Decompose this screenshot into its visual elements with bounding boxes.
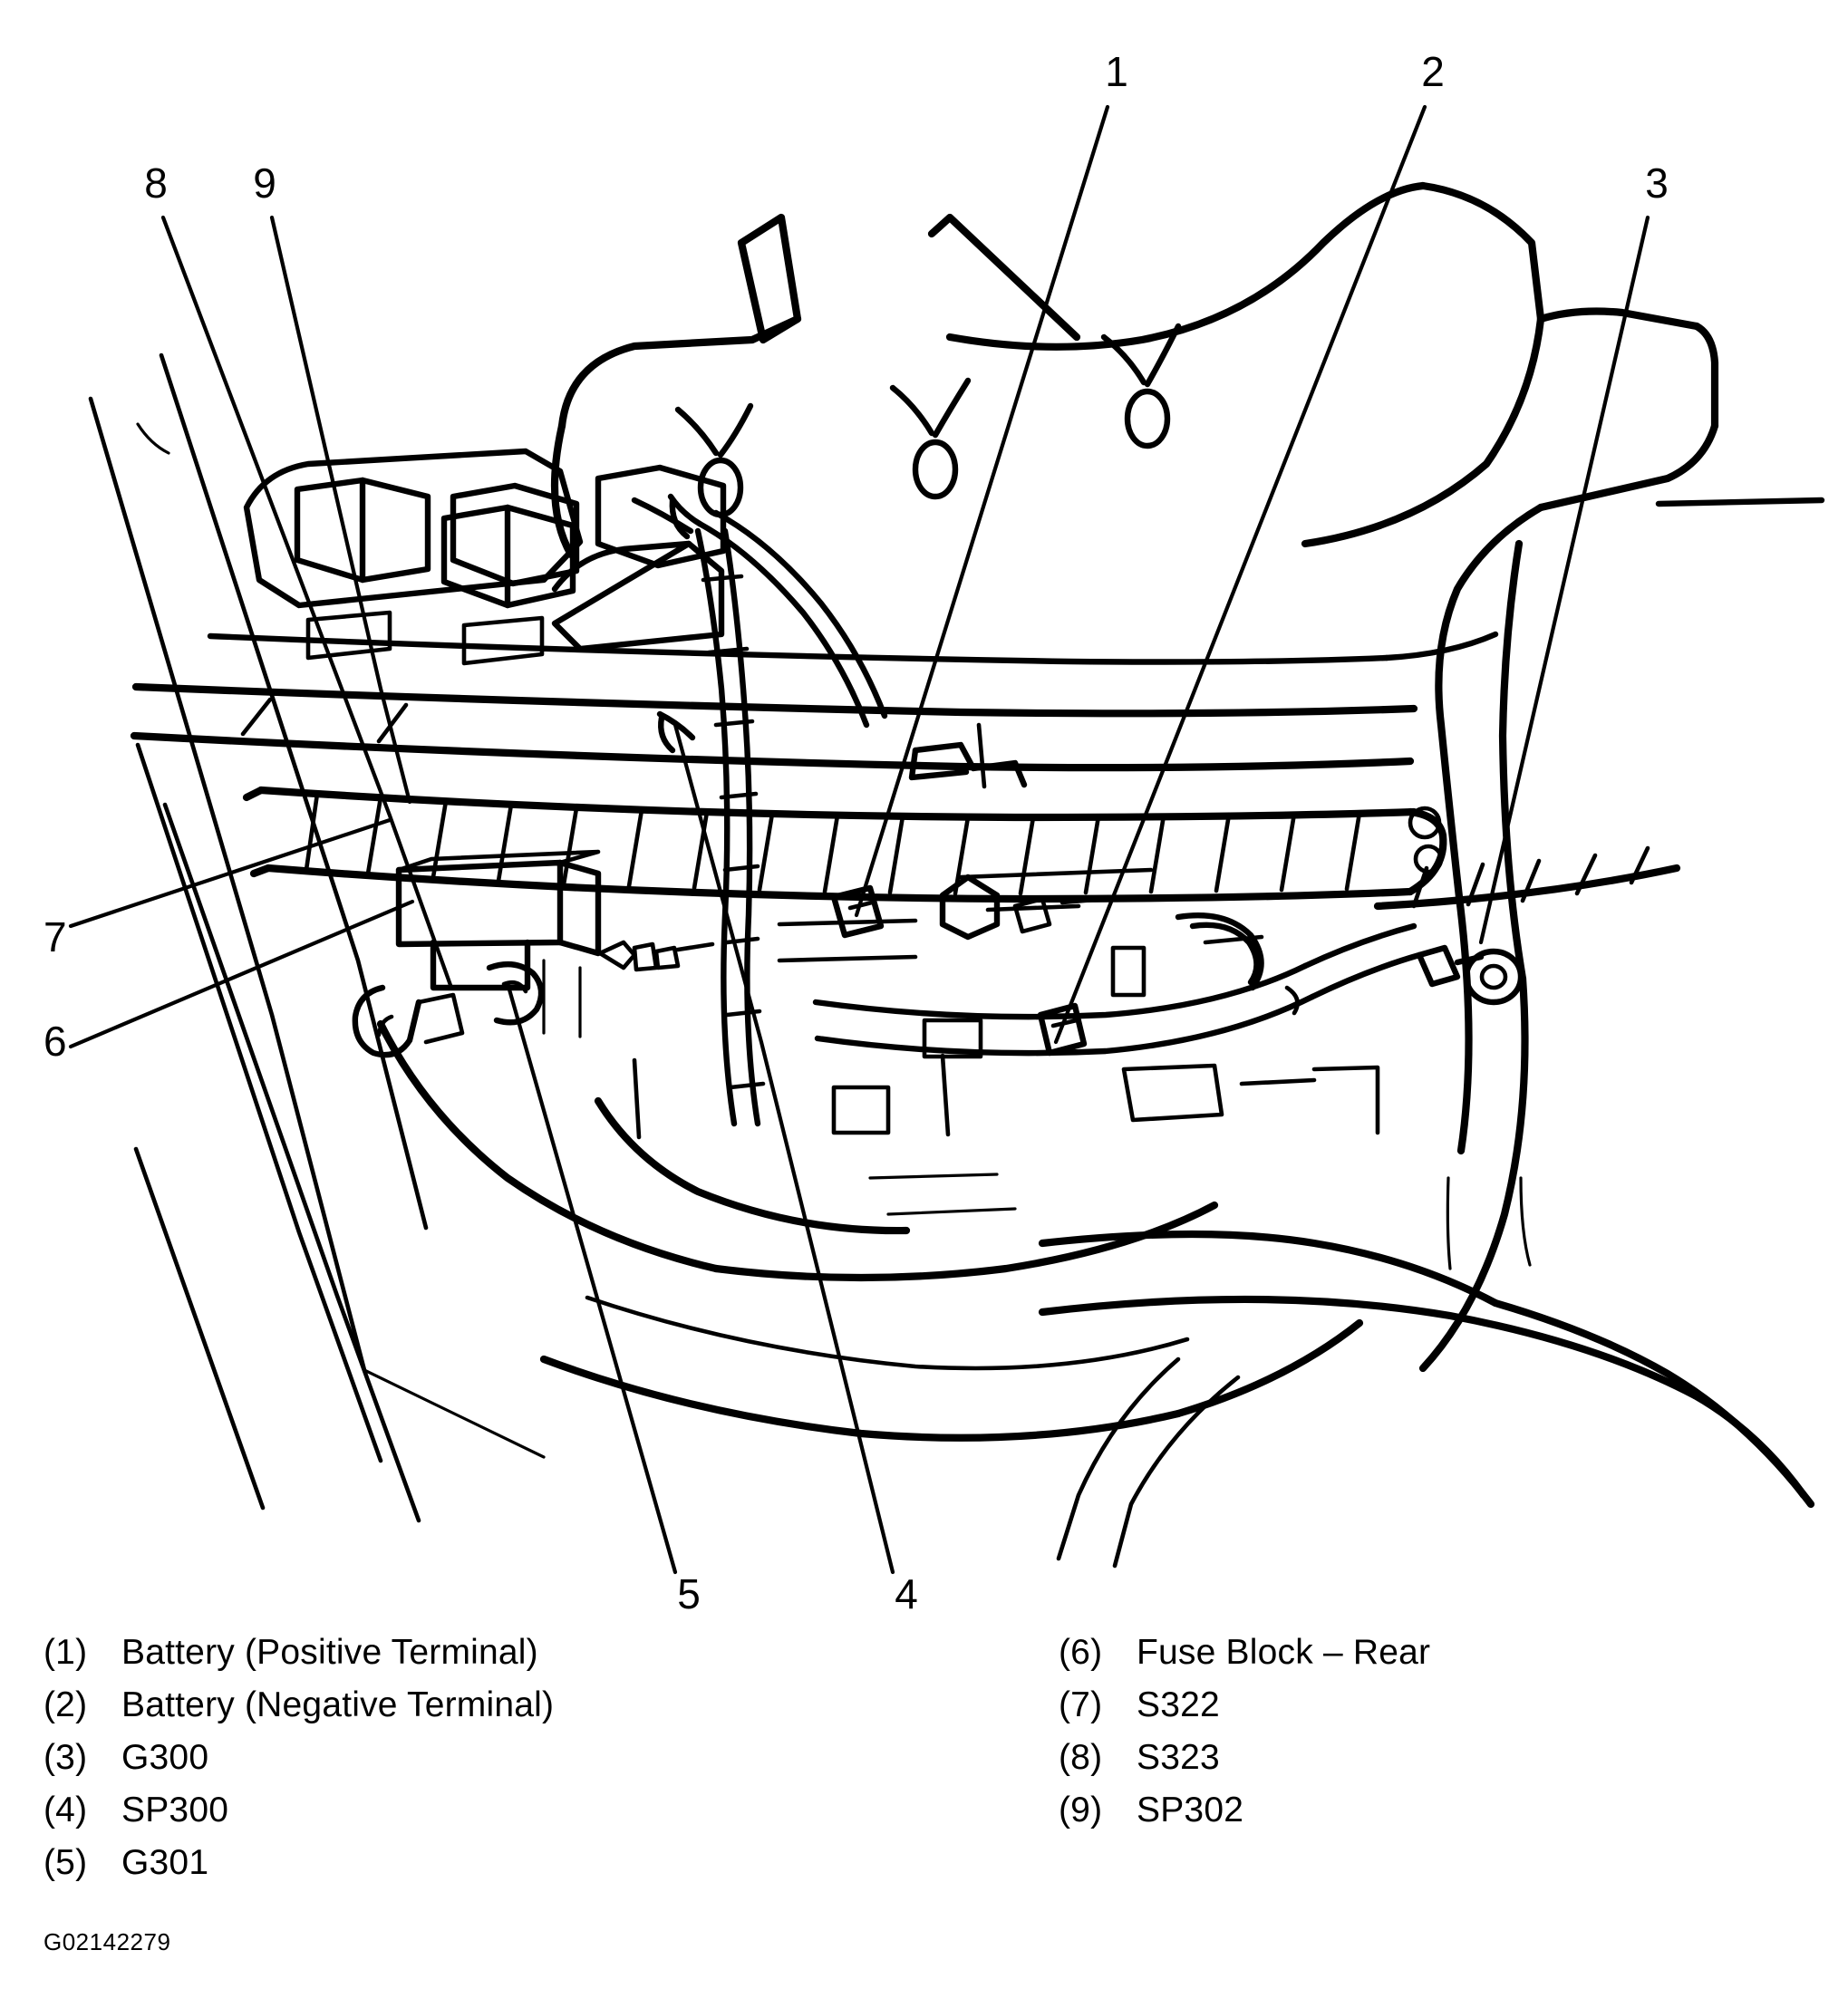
legend-item: (4) SP300 — [44, 1789, 554, 1841]
legend-label: Battery (Positive Terminal) — [121, 1633, 538, 1672]
legend-number: (5) — [44, 1843, 88, 1882]
legend-item: (9) SP302 — [1059, 1789, 1430, 1841]
legend-number: (6) — [1059, 1633, 1103, 1672]
callout-8: 8 — [144, 159, 168, 207]
legend-label: SP302 — [1137, 1791, 1244, 1829]
legend: (1) Battery (Positive Terminal) (2) Batt… — [0, 1631, 1848, 1903]
legend-number: (7) — [1059, 1685, 1103, 1724]
legend-column-right: (6) Fuse Block – Rear (7) S322 (8) S323 … — [1059, 1631, 1430, 1841]
legend-number: (1) — [44, 1633, 88, 1672]
legend-label: SP300 — [121, 1791, 229, 1829]
legend-item: (6) Fuse Block – Rear — [1059, 1631, 1430, 1684]
drawing-id: G02142279 — [44, 1928, 171, 1955]
legend-column-left: (1) Battery (Positive Terminal) (2) Batt… — [44, 1631, 554, 1894]
corrugated-conduit — [242, 786, 1681, 911]
legend-number: (4) — [44, 1791, 88, 1829]
legend-label: G301 — [121, 1843, 209, 1882]
panel-seams — [542, 722, 1380, 1216]
callout-7: 7 — [44, 913, 67, 961]
legend-number: (8) — [1059, 1738, 1103, 1777]
callout-6: 6 — [44, 1018, 67, 1065]
body-panel-outlines — [88, 181, 1825, 1569]
component-location-diagram: 1 2 3 4 5 6 7 8 9 — [44, 48, 1825, 1617]
legend-item: (5) G301 — [44, 1841, 554, 1894]
legend-item: (3) G300 — [44, 1736, 554, 1789]
callout-9: 9 — [253, 159, 276, 207]
legend-item: (2) Battery (Negative Terminal) — [44, 1684, 554, 1736]
legend-item: (8) S323 — [1059, 1736, 1430, 1789]
legend-item: (7) S322 — [1059, 1684, 1430, 1736]
legend-label: S322 — [1137, 1685, 1220, 1724]
legend-number: (3) — [44, 1738, 88, 1777]
callout-3: 3 — [1645, 159, 1669, 207]
callout-5: 5 — [677, 1570, 701, 1617]
wiring-harness — [486, 493, 1524, 1135]
callout-4: 4 — [895, 1570, 918, 1617]
fuse-block-boxes — [243, 448, 727, 1058]
legend-number: (2) — [44, 1685, 88, 1724]
legend-label: G300 — [121, 1738, 209, 1777]
legend-item: (1) Battery (Positive Terminal) — [44, 1631, 554, 1684]
leader-lines — [68, 104, 1650, 1575]
legend-label: Battery (Negative Terminal) — [121, 1685, 555, 1724]
legend-number: (9) — [1059, 1791, 1103, 1829]
callout-2: 2 — [1421, 48, 1445, 95]
legend-label: Fuse Block – Rear — [1137, 1633, 1431, 1672]
legend-label: S323 — [1137, 1738, 1220, 1777]
callout-1: 1 — [1105, 48, 1128, 95]
callout-numbers: 1 2 3 4 5 6 7 8 9 — [44, 48, 1669, 1617]
